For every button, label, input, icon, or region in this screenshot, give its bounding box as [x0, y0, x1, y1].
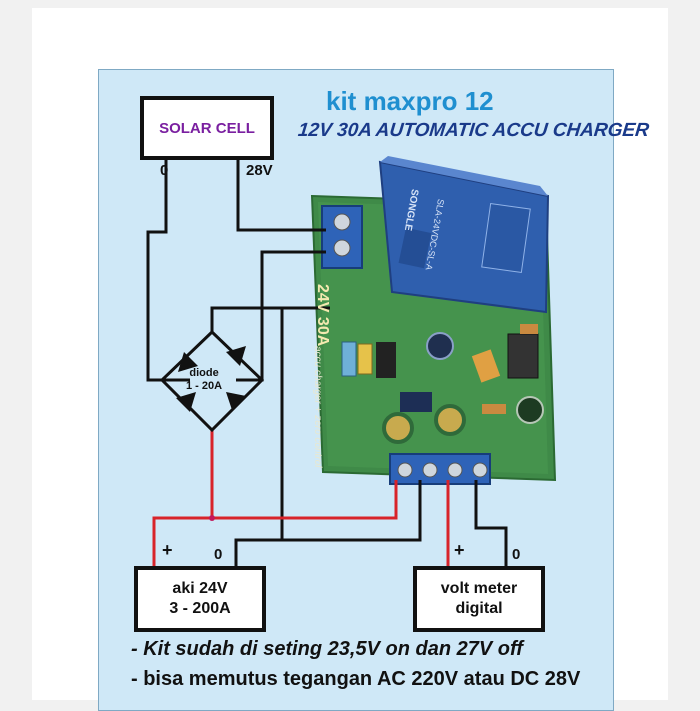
- note-capacity: - bisa memutus tegangan AC 220V atau DC …: [131, 668, 581, 690]
- voltmeter-zero: 0: [512, 546, 521, 563]
- voltmeter-line1: volt meter: [440, 580, 518, 597]
- voltmeter-line2: digital: [455, 600, 503, 617]
- kit-title: kit maxpro 12: [326, 86, 494, 116]
- solar-cell-box: SOLAR CELL: [140, 96, 274, 160]
- battery-line1: aki 24V: [172, 580, 228, 597]
- board-sublabel: accu charger + zero control: [312, 346, 323, 468]
- battery-line2: 3 - 200A: [169, 600, 231, 617]
- diode-label: diode 1 - 20A: [186, 367, 222, 393]
- output-terminal-block: [389, 453, 491, 485]
- diode-bridge: [159, 329, 265, 433]
- battery-plus: +: [162, 540, 173, 560]
- input-terminal-block: [321, 205, 363, 269]
- red-junction: [209, 515, 215, 521]
- red-wires: [152, 430, 450, 566]
- diode-label-line1: diode: [189, 367, 219, 379]
- voltmeter-box: volt meter digital: [413, 566, 545, 632]
- solar-cell-label: SOLAR CELL: [159, 119, 255, 137]
- solar-terminal-pos: 28V: [246, 162, 273, 179]
- solar-terminal-neg: 0: [160, 162, 169, 179]
- battery-box: aki 24V 3 - 200A: [134, 566, 266, 632]
- board-label: 24V 30A: [314, 284, 331, 347]
- note-setting: - Kit sudah di seting 23,5V on dan 27V o…: [131, 638, 523, 660]
- battery-zero: 0: [214, 546, 223, 563]
- relay-block: [378, 156, 550, 314]
- board-components: [341, 324, 544, 444]
- diode-label-line2: 1 - 20A: [186, 380, 223, 392]
- voltmeter-plus: +: [454, 540, 465, 560]
